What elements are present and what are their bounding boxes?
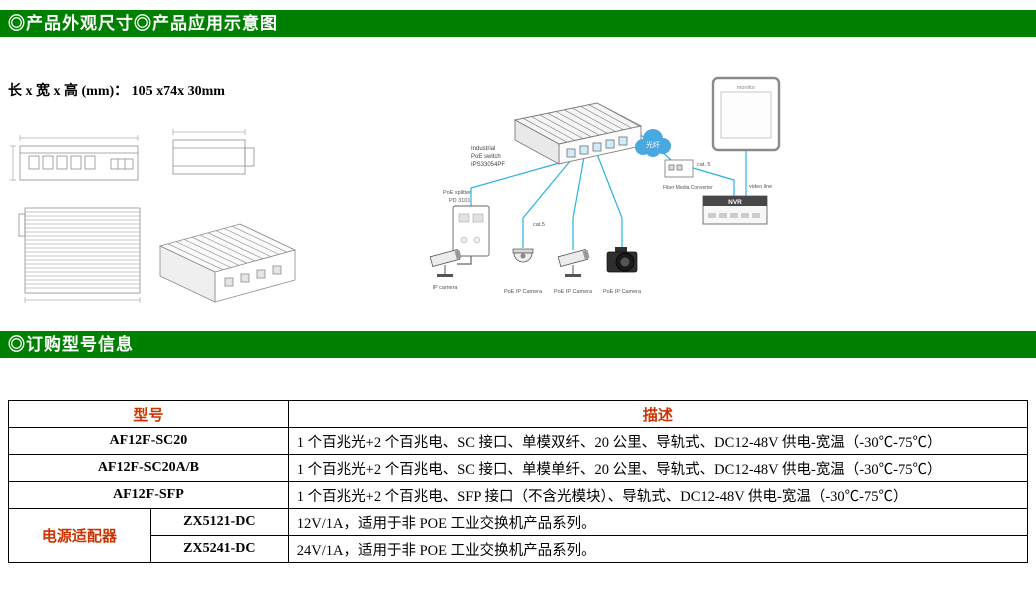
front-view-drawing (10, 135, 139, 181)
model-cell: AF12F-SC20 (8, 427, 289, 455)
dimension-drawings (10, 129, 297, 303)
model-cell: AF12F-SFP (8, 481, 289, 509)
svg-text:PoE switch: PoE switch (471, 154, 501, 160)
bullet-camera-graphic (557, 249, 590, 277)
dimension-note: 长 x 宽 x 高 (mm)： 105 x74x 30mm (8, 84, 225, 99)
svg-text:PoE splitter: PoE splitter (443, 190, 471, 196)
network-cables (457, 131, 747, 265)
table-row: 电源适配器 ZX5121-DC 12V/1A，适用于非 POE 工业交换机产品系… (8, 508, 1029, 563)
nvr-label: NVR (728, 199, 742, 206)
model-cell: AF12F-SC20A/B (8, 454, 289, 482)
description-cell: 1 个百兆光+2 个百兆电、SFP 接口（不含光模块）、导轨式、DC12-48V… (287, 481, 1029, 509)
poe-splitter-graphic (452, 205, 490, 257)
table-row: AF12F-SFP 1 个百兆光+2 个百兆电、SFP 接口（不含光模块）、导轨… (8, 481, 1029, 509)
media-converter-label: Fiber Media Converter (663, 185, 713, 191)
ordering-table: 型号 描述 AF12F-SC20 1 个百兆光+2 个百兆电、SC 接口、单模双… (8, 400, 1029, 563)
model-column-header: 型号 (8, 400, 289, 428)
dslr-camera-graphic (606, 247, 638, 273)
cat5-top-label: cat. 5 (697, 162, 710, 168)
heatsink-view-drawing (18, 207, 141, 303)
description-cell: 24V/1A，适用于非 POE 工业交换机产品系列。 (287, 535, 1029, 563)
side-view-drawing (172, 129, 255, 175)
table-row: ZX5241-DC 24V/1A，适用于非 POE 工业交换机产品系列。 (9, 535, 1029, 563)
nvr-graphic: NVR (702, 195, 768, 225)
description-column-header: 描述 (287, 400, 1029, 428)
application-diagram: Industrial PoE switch IPS33054PF 光纤 Fibe… (429, 76, 781, 295)
adapter-model-cell: ZX5241-DC (149, 535, 289, 563)
dome-camera-graphic (512, 248, 534, 263)
table-header-row: 型号 描述 (8, 400, 1029, 428)
poe-ip-camera-2-label: PoE IP Camera (554, 289, 593, 295)
poe-switch-graphic (513, 102, 643, 165)
description-cell: 1 个百兆光+2 个百兆电、SC 接口、单模单纤、20 公里、导轨式、DC12-… (287, 454, 1029, 482)
ip-camera-label: IP camera (433, 285, 459, 291)
poe-ip-camera-1-label: PoE IP Camera (504, 289, 543, 295)
section-header-ordering-label: ◎订购型号信息 (8, 335, 134, 354)
section-header-appearance-label: ◎产品外观尺寸◎产品应用示意图 (8, 14, 278, 33)
cat5-mid-label: cat.5 (533, 222, 545, 228)
svg-text:IPS33054PF: IPS33054PF (471, 162, 505, 168)
svg-text:Industrial: Industrial (471, 146, 495, 152)
video-line-label: video line (749, 184, 772, 190)
monitor-graphic: monitor (711, 76, 781, 152)
section-header-ordering: ◎订购型号信息 (0, 331, 1036, 358)
description-cell: 12V/1A，适用于非 POE 工业交换机产品系列。 (287, 508, 1029, 536)
isometric-view-drawing (158, 223, 297, 303)
description-cell: 1 个百兆光+2 个百兆电、SC 接口、单模双纤、20 公里、导轨式、DC12-… (287, 427, 1029, 455)
section-header-appearance: ◎产品外观尺寸◎产品应用示意图 (0, 10, 1036, 37)
ip-camera-graphic (429, 249, 462, 277)
media-converter-graphic (664, 159, 694, 178)
table-row: AF12F-SC20 1 个百兆光+2 个百兆电、SC 接口、单模双纤、20 公… (8, 427, 1029, 455)
monitor-label: monitor (737, 85, 756, 91)
svg-text:PD 3101: PD 3101 (449, 198, 470, 204)
fiber-cloud-icon: 光纤 (635, 129, 671, 157)
poe-switch-label: Industrial PoE switch IPS33054PF (471, 146, 505, 168)
poe-ip-camera-3-label: PoE IP Camera (603, 289, 642, 295)
poe-splitter-label: PoE splitter PD 3101 (443, 190, 471, 204)
adapter-model-cell: ZX5121-DC (149, 508, 289, 536)
fiber-cloud-label: 光纤 (646, 140, 660, 149)
power-adapter-label-cell: 电源适配器 (8, 508, 151, 563)
table-row: AF12F-SC20A/B 1 个百兆光+2 个百兆电、SC 接口、单模单纤、2… (8, 454, 1029, 482)
